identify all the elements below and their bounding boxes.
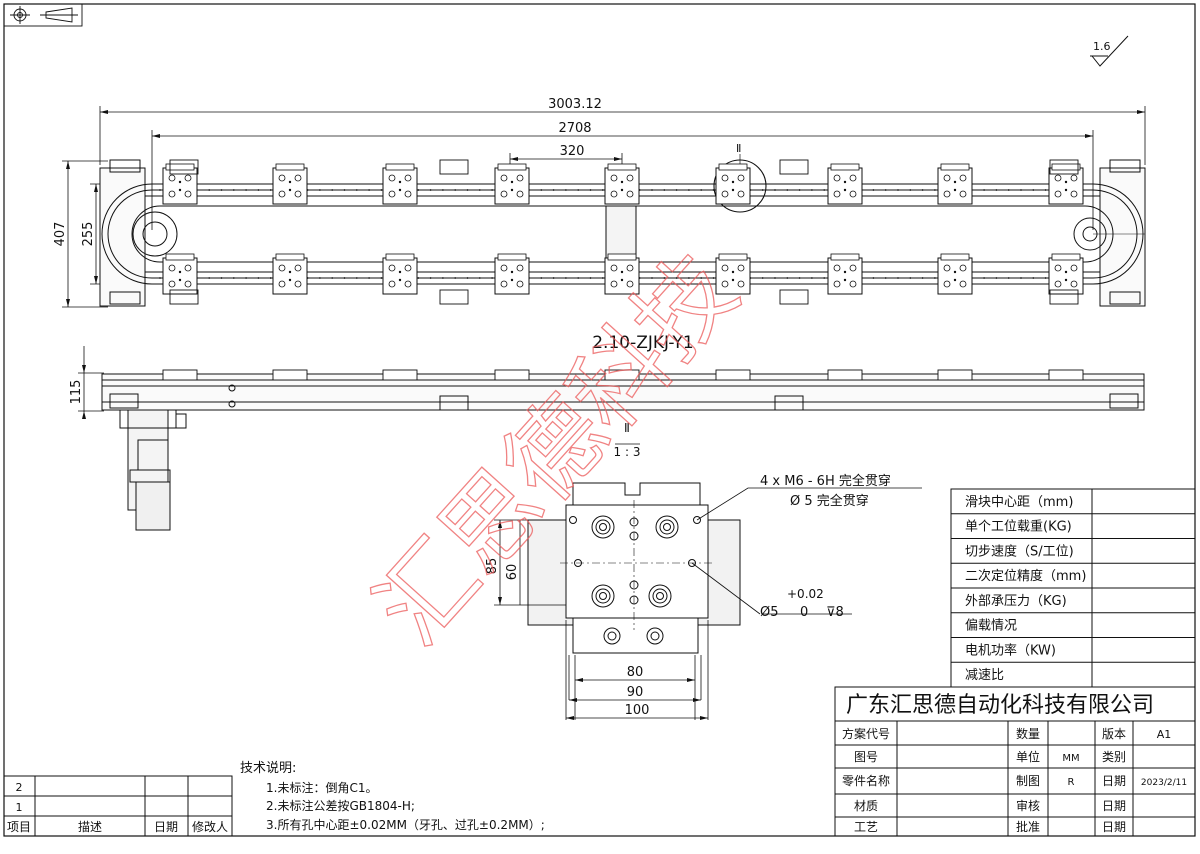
- station-block: [494, 253, 530, 295]
- detail-view: Ⅱ 1 : 3: [485, 421, 922, 720]
- sheet-border: [3, 3, 1196, 837]
- label-unit: 单位: [1016, 749, 1040, 764]
- dim-height-407: 407: [53, 222, 68, 247]
- dim-overall-length: 3003.12: [548, 97, 602, 112]
- tech-notes-heading: 技术说明:: [240, 761, 296, 776]
- pin-note-lower: 0: [800, 605, 808, 620]
- label-version: 版本: [1102, 727, 1126, 741]
- spec-label: 偏载情况: [965, 619, 1017, 634]
- tolerance-upper: +0.02: [787, 587, 824, 601]
- label-date: 日期: [1102, 774, 1126, 788]
- station-block: [715, 253, 751, 295]
- company-name: 广东汇思德自动化科技有限公司: [846, 693, 1154, 718]
- station-block: [827, 253, 863, 295]
- station-block: [382, 253, 418, 295]
- station-block: [272, 163, 308, 205]
- station-block: [494, 163, 530, 205]
- spec-label: 二次定位精度（mm): [965, 568, 1086, 584]
- side-station-block: [827, 369, 863, 381]
- pin-note-dia: Ø5: [760, 605, 779, 620]
- detail-marker-top: Ⅱ: [736, 142, 741, 155]
- station-block: [1048, 253, 1084, 295]
- value-unit: MM: [1062, 753, 1079, 764]
- side-station-block: [604, 369, 640, 381]
- spec-label: 外部承压力（KG): [965, 594, 1067, 609]
- station-block: [604, 163, 640, 205]
- station-block: [937, 253, 973, 295]
- svg-text:1.6: 1.6: [1093, 40, 1111, 53]
- dim-60: 60: [505, 564, 520, 581]
- spec-label: 滑块中心距（mm): [965, 495, 1073, 510]
- spec-label: 单个工位载重(KG): [965, 519, 1072, 535]
- tech-notes: 技术说明: 1.未标注：倒角C1。 2.未标注公差按GB1804-H; 3.所有…: [240, 761, 545, 832]
- revision-header-date: 日期: [154, 820, 178, 834]
- label-part-name: 零件名称: [842, 773, 890, 788]
- side-station-block: [937, 369, 973, 381]
- station-block: [937, 163, 973, 205]
- value-drafter: R: [1068, 777, 1075, 788]
- revision-header-modifier: 修改人: [192, 819, 228, 834]
- dim-station-pitch: 320: [560, 144, 585, 159]
- side-station-block: [1048, 369, 1084, 381]
- label-scheme-code: 方案代号: [842, 726, 890, 741]
- tech-note-2: 2.未标注公差按GB1804-H;: [266, 798, 415, 813]
- tech-note-1: 1.未标注：倒角C1。: [266, 780, 377, 795]
- spec-label: 减速比: [965, 668, 1004, 683]
- dim-side-115: 115: [69, 380, 84, 405]
- station-block: [715, 163, 751, 205]
- label-quantity: 数量: [1016, 726, 1040, 741]
- station-block: [272, 253, 308, 295]
- side-station-block: [494, 369, 530, 381]
- value-date: 2023/2/11: [1141, 778, 1187, 788]
- label-drafter: 制图: [1016, 774, 1040, 788]
- hole-note-dia5: Ø 5 完全贯穿: [790, 493, 869, 509]
- side-station-block: [382, 369, 418, 381]
- label-drawing-no: 图号: [854, 750, 878, 764]
- detail-scale: 1 : 3: [614, 445, 641, 459]
- revision-header-desc: 描述: [78, 820, 102, 834]
- spec-label: 切步速度（S/工位): [965, 543, 1074, 559]
- label-category: 类别: [1102, 750, 1126, 764]
- label-date-3: 日期: [1102, 820, 1126, 834]
- side-station-block: [272, 369, 308, 381]
- dim-80: 80: [627, 665, 644, 680]
- dim-100: 100: [625, 703, 650, 718]
- label-date-2: 日期: [1102, 799, 1126, 813]
- tech-note-3: 3.所有孔中心距±0.02MM（牙孔、过孔±0.2MM）;: [266, 817, 545, 832]
- spec-label: 电机功率（KW): [965, 642, 1056, 658]
- revision-row-1: 1: [16, 801, 23, 814]
- dim-85: 85: [485, 558, 500, 575]
- hole-note-m6: 4 x M6 - 6H 完全贯穿: [760, 473, 891, 489]
- revision-header-item: 项目: [7, 820, 31, 834]
- label-process: 工艺: [854, 820, 878, 834]
- side-view: 2.10-ZJKJ-Y1 115: [69, 333, 1145, 531]
- revision-row-2: 2: [16, 781, 23, 794]
- station-block: [604, 253, 640, 295]
- roughness-symbol: 1.6: [1090, 35, 1129, 67]
- label-material: 材质: [854, 799, 878, 813]
- side-view-title: 2.10-ZJKJ-Y1: [592, 333, 694, 353]
- revision-block: 2 1 项目 描述 日期 修改人: [3, 775, 233, 837]
- title-block: 广东汇思德自动化科技有限公司 方案代号 数量 版本 A1 图号 单位 MM 类别…: [834, 686, 1196, 837]
- station-block: [162, 253, 198, 295]
- station-block: [162, 163, 198, 205]
- label-approver: 批准: [1016, 819, 1040, 834]
- side-station-block: [715, 369, 751, 381]
- detail-marker: Ⅱ: [624, 421, 630, 435]
- label-reviewer: 审核: [1016, 798, 1040, 813]
- dim-90: 90: [627, 685, 644, 700]
- value-version: A1: [1157, 728, 1172, 741]
- side-station-block: [162, 369, 198, 381]
- top-view: 3003.12 2708 320 407 255 Ⅱ: [53, 97, 1146, 308]
- dim-inner-255: 255: [81, 222, 96, 247]
- spec-table: 滑块中心距（mm) 单个工位载重(KG) 切步速度（S/工位) 二次定位精度（mm) 外…: [950, 488, 1196, 688]
- station-block: [827, 163, 863, 205]
- projection-symbol: [3, 3, 83, 27]
- station-block: [382, 163, 418, 205]
- pin-note-depth: ⊽8: [826, 605, 844, 620]
- dim-pitch-total: 2708: [558, 121, 591, 136]
